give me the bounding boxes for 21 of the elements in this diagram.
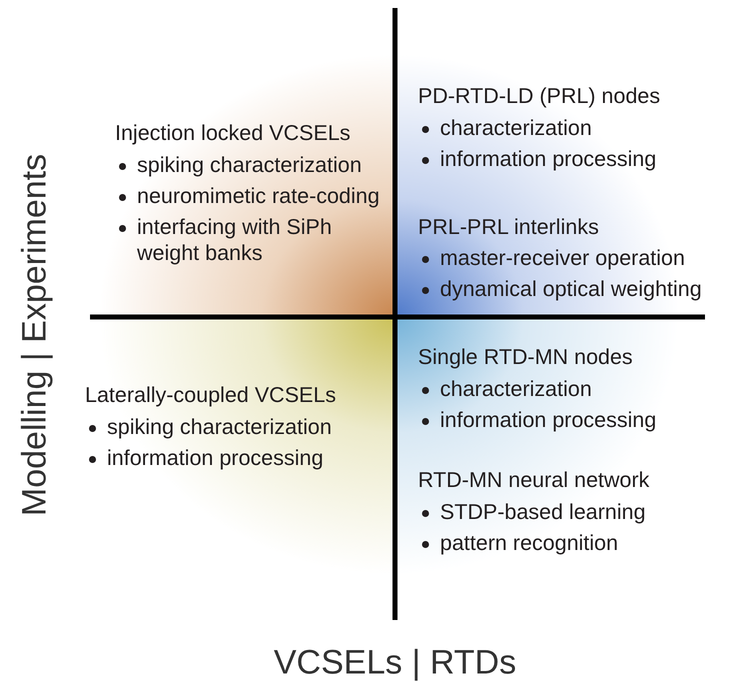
- axis-label: VCSELs | RTDs: [274, 644, 516, 682]
- list-heading: Single RTD-MN nodes: [418, 344, 633, 370]
- bullet-item: characterization: [440, 377, 592, 401]
- bullet-item: information processing: [107, 446, 324, 470]
- list-heading: Injection locked VCSELs: [115, 120, 350, 146]
- bullet-item: neuromimetic rate-coding: [137, 184, 380, 208]
- list-heading: Laterally-coupled VCSELs: [85, 382, 336, 408]
- axis-label: Modelling | Experiments: [16, 154, 54, 516]
- bullet-item: spiking characterization: [137, 153, 362, 177]
- bullet-item: dynamical optical weighting: [440, 277, 702, 301]
- list-heading: PRL-PRL interlinks: [418, 214, 599, 240]
- bullet-item: characterization: [440, 116, 592, 140]
- list-heading: PD-RTD-LD (PRL) nodes: [418, 83, 660, 109]
- bullet-item: spiking characterization: [107, 415, 332, 439]
- bullet-item: interfacing with SiPh weight banks: [137, 215, 332, 265]
- bullet-item: information processing: [440, 408, 656, 432]
- bullet-item: master-receiver operation: [440, 246, 685, 270]
- list-heading: RTD-MN neural network: [418, 467, 650, 493]
- bullet-item: information processing: [440, 147, 656, 171]
- bullet-item: pattern recognition: [440, 531, 618, 555]
- bullet-item: STDP-based learning: [440, 500, 646, 524]
